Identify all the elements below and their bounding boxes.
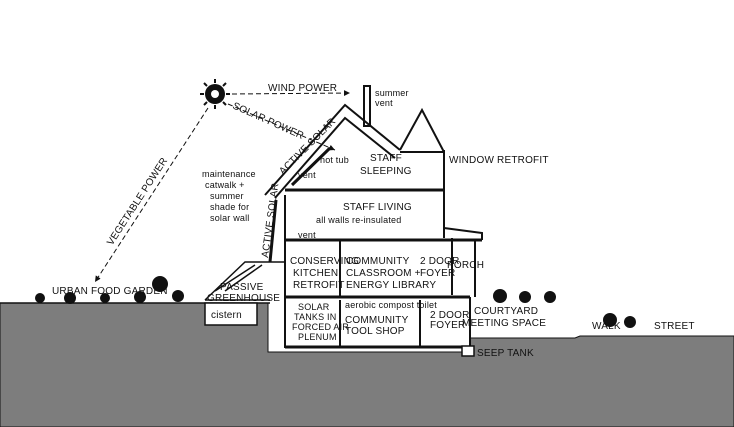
label-window-retrofit: WINDOW RETROFIT (449, 155, 549, 166)
label-maintenance-2: catwalk + (205, 180, 245, 190)
label-vent-upper: vent (298, 170, 316, 180)
label-solar-tanks-3: FORCED AIR (292, 322, 349, 332)
solar-collectors (268, 146, 332, 263)
label-classroom-3: ENERGY LIBRARY (346, 280, 436, 291)
label-summer-vent-1: summer (375, 88, 409, 98)
label-courtyard-2: MEETING SPACE (462, 318, 546, 329)
ground-section (0, 302, 734, 427)
label-classroom-1: COMMUNITY (346, 256, 410, 267)
label-classroom-2: CLASSROOM + (346, 268, 421, 279)
label-summer-vent-2: vent (375, 98, 393, 108)
label-cistern: cistern (211, 310, 242, 321)
label-tool-shop-1: COMMUNITY (345, 315, 409, 326)
label-maintenance-4: shade for (210, 202, 249, 212)
wind-power-arrow (231, 90, 351, 97)
label-maintenance-1: maintenance (202, 169, 256, 179)
label-wind-power: WIND POWER (268, 83, 337, 94)
label-staff-sleeping-1: STAFF (370, 153, 402, 164)
label-seep-tank: SEEP TANK (477, 348, 534, 359)
label-staff-living: STAFF LIVING (343, 202, 412, 213)
seep-tank (461, 345, 475, 357)
label-kitchen-3: RETROFIT (293, 280, 345, 291)
label-walls-reinsulated: all walls re-insulated (316, 215, 401, 225)
label-walk: WALK (592, 321, 621, 332)
label-solar-tanks-1: SOLAR (298, 302, 330, 312)
label-staff-sleeping-2: SLEEPING (360, 166, 412, 177)
label-door-foyer-lower-1: 2 DOOR (430, 310, 470, 321)
label-vegetable-power: VEGETABLE POWER (105, 156, 170, 248)
label-solar-tanks-2: TANKS IN (294, 312, 336, 322)
label-solar-tanks-4: PLENUM (298, 332, 337, 342)
greenhouse (204, 261, 285, 326)
house-section (264, 85, 483, 349)
solar-power-arrow (227, 103, 336, 151)
label-urban-food-garden: URBAN FOOD GARDEN (52, 286, 168, 297)
label-door-foyer-lower-2: FOYER (430, 320, 465, 331)
label-door-foyer-upper-2: FOYER (420, 268, 455, 279)
garden-vegetation (35, 276, 636, 328)
label-door-foyer-upper-1: 2 DOOR (420, 256, 460, 267)
label-maintenance-3: summer (210, 191, 244, 201)
label-vent-lower: vent (298, 230, 316, 240)
label-kitchen-2: KITCHEN (293, 268, 338, 279)
label-compost-toilet: aerobic compost toilet (345, 300, 437, 310)
sun-icon (200, 79, 230, 109)
label-tool-shop-2: TOOL SHOP (345, 326, 405, 337)
label-courtyard-1: COURTYARD (474, 306, 538, 317)
label-porch: PORCH (447, 260, 484, 271)
label-street: STREET (654, 321, 695, 332)
label-active-solar-wall: ACTIVE SOLAR (260, 182, 281, 258)
label-passive-greenhouse-2: GREENHOUSE (207, 293, 280, 304)
label-maintenance-5: solar wall (210, 213, 250, 223)
label-solar-power: SOLAR POWER (231, 101, 306, 142)
vegetable-power-arrow (94, 107, 209, 283)
label-hot-tub: hot tub (320, 155, 349, 165)
label-kitchen-1: CONSERVING (290, 256, 359, 267)
label-passive-greenhouse-1: PASSIVE (220, 282, 264, 293)
